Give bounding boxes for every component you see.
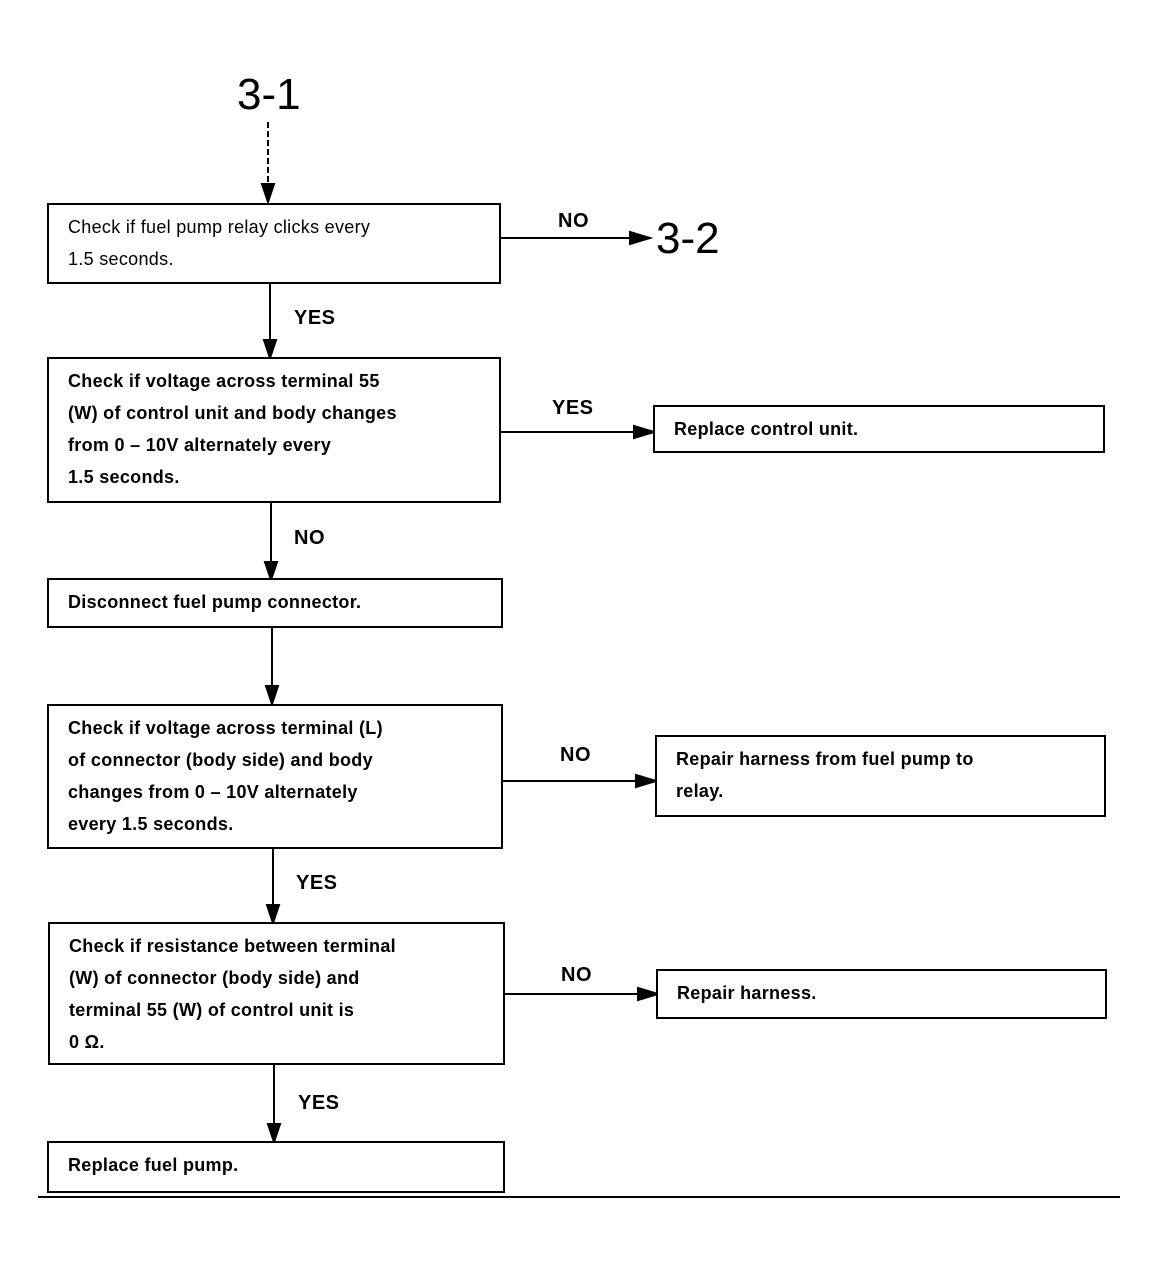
ref-start-marker: 3-1 — [237, 70, 301, 119]
label-s4-yes: YES — [296, 872, 338, 894]
arrowhead-s4-yes — [265, 904, 281, 927]
result-repair-harness: Repair harness. — [656, 969, 1107, 1019]
arrowhead-s1-yes — [262, 339, 278, 362]
step-check-voltage-control-unit: Check if voltage across terminal 55 (W) … — [47, 357, 501, 503]
step-check-voltage-connector: Check if voltage across terminal (L) of … — [47, 704, 503, 849]
step-check-resistance: Check if resistance between terminal (W)… — [48, 922, 505, 1065]
step-replace-fuel-pump: Replace fuel pump. — [47, 1141, 505, 1193]
bottom-rule — [38, 1196, 1120, 1198]
arrowhead-s2-yes — [633, 424, 658, 440]
step-disconnect-connector: Disconnect fuel pump connector. — [47, 578, 503, 628]
arrowhead-s4-no — [635, 773, 660, 789]
step-check-relay-clicks: Check if fuel pump relay clicks every 1.… — [47, 203, 501, 284]
label-s1-yes: YES — [294, 307, 336, 329]
label-s4-no: NO — [560, 744, 591, 766]
arrowhead-s2-no — [263, 561, 279, 584]
arrowhead-start — [260, 183, 276, 206]
result-repair-harness-pump-relay: Repair harness from fuel pump to relay. — [655, 735, 1106, 817]
label-s5-yes: YES — [298, 1092, 340, 1114]
arrowhead-s1-no — [629, 230, 654, 246]
label-s2-yes: YES — [552, 397, 594, 419]
arrowhead-s5-no — [637, 986, 662, 1002]
label-s2-no: NO — [294, 527, 325, 549]
ref-goto-marker: 3-2 — [656, 214, 720, 263]
arrowhead-s5-yes — [266, 1123, 282, 1146]
label-s5-no: NO — [561, 964, 592, 986]
arrowhead-s3 — [264, 685, 280, 708]
result-replace-control-unit: Replace control unit. — [653, 405, 1105, 453]
label-s1-no: NO — [558, 210, 589, 232]
